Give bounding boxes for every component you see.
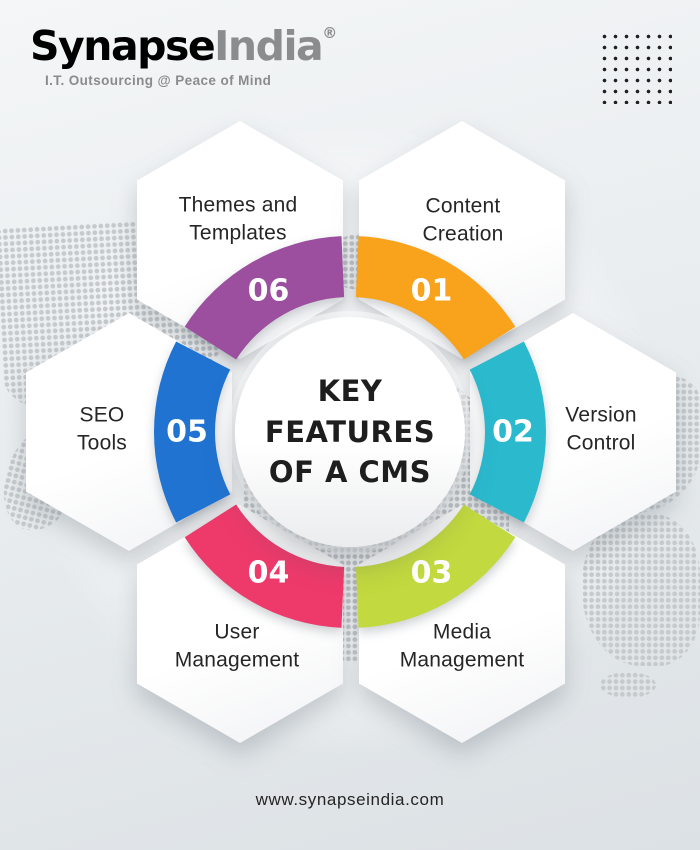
website-url: www.synapseindia.com [255,790,445,809]
feature-label-version-control: Version Control [565,403,637,455]
logo-text-india: India [214,22,324,70]
feature-label-user-management: User Management [174,620,300,672]
center-title-line: KEY [317,374,383,409]
map-dot-cluster [600,672,656,698]
decor-dot-grid [599,31,672,104]
center-title-line: OF A CMS [268,455,432,490]
center-title-circle: KEY FEATURES OF A CMS [235,317,465,547]
registered-trademark-icon: ® [322,24,338,42]
feature-label-themes-templates: Themes and Templates [178,193,298,245]
feature-label-media-management: Media Management [399,620,525,672]
map-dot-cluster [582,514,700,666]
center-title-line: FEATURES [264,414,436,449]
synapseindia-logo: SynapseIndia® I.T. Outsourcing @ Peace o… [30,26,337,89]
logo-text-synapse: Synapse [30,22,216,70]
feature-label-seo-tools: SEO Tools [76,403,128,455]
logo-tagline: I.T. Outsourcing @ Peace of Mind [45,73,272,88]
feature-label-content-creation: Content Creation [422,194,504,246]
logo-wordmark: SynapseIndia® [30,26,337,67]
footer: www.synapseindia.com [0,790,700,810]
